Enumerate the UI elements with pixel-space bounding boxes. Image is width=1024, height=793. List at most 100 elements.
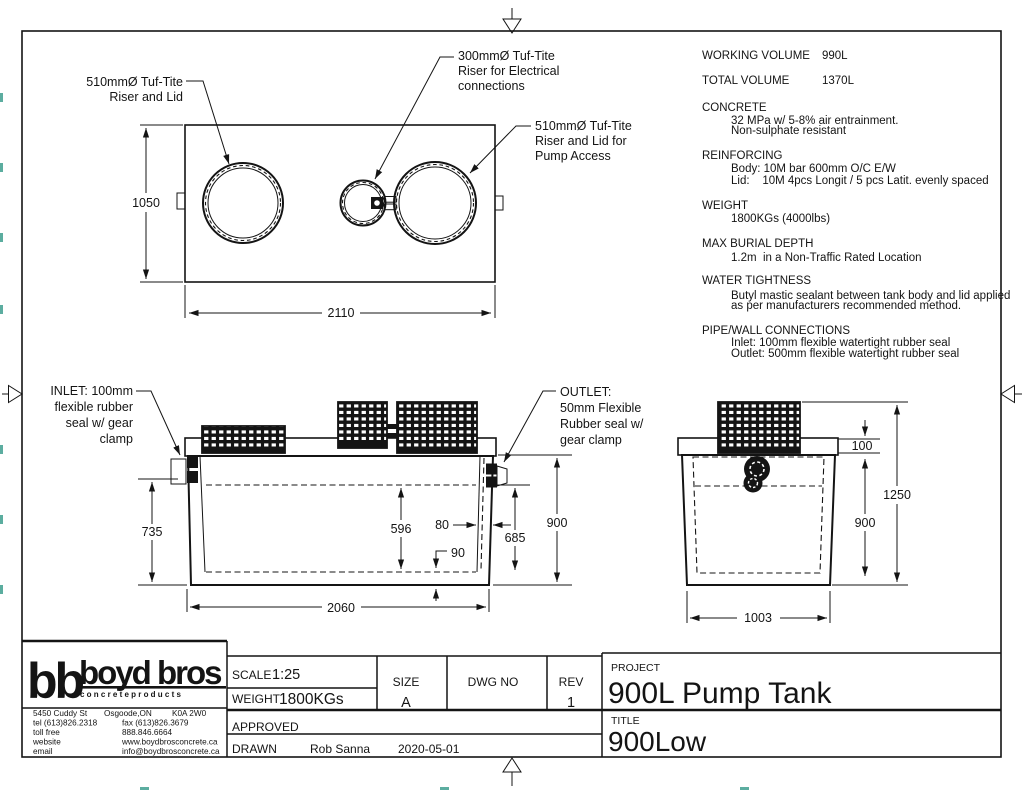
label-left-riser: 510mmØ Tuf-Tite Riser and Lid (86, 75, 230, 165)
logo-name: boyd bros (79, 654, 221, 691)
title-label: TITLE (611, 715, 640, 727)
pipe-wall-label: PIPE/WALL CONNECTIONS (702, 325, 850, 337)
gear-clamp-fitting (743, 456, 770, 493)
triangle-icon (502, 18, 522, 34)
city: Osgoode,ON (104, 709, 152, 718)
riser-opening-right (393, 161, 477, 245)
dim-text: 1050 (132, 196, 160, 210)
weight-label: WEIGHT (702, 200, 748, 212)
reinforcing-line: Lid: 10M 4pcs Longit / 5 pcs Latit. even… (731, 175, 989, 187)
svg-text:Riser and Lid: Riser and Lid (109, 90, 183, 104)
drawn-label: DRAWN (232, 742, 277, 756)
company-logo: bb boyd bros c o n c r e t e p r o d u c… (27, 653, 226, 709)
dimension-lid-thickness: 100 (838, 420, 880, 454)
max-burial-label: MAX BURIAL DEPTH (702, 238, 813, 250)
svg-text:510mmØ Tuf-Tite: 510mmØ Tuf-Tite (86, 75, 183, 89)
label-right-riser: 510mmØ Tuf-Tite Riser and Lid for Pump A… (469, 119, 632, 174)
inlet-fitting (170, 456, 198, 485)
concrete-label: CONCRETE (702, 102, 767, 114)
water-tightness-line: Butyl mastic sealant between tank body a… (731, 290, 1010, 302)
svg-text:flexible rubber: flexible rubber (54, 400, 133, 414)
dim-text: 2110 (328, 306, 355, 320)
dim-text: 685 (505, 531, 526, 545)
hidden-line (480, 457, 485, 571)
pipe-wall-line: Inlet: 100mm flexible watertight rubber … (731, 337, 950, 349)
dim-text: 2060 (327, 601, 355, 615)
water-tightness-line: as per manufacturers recommended method. (731, 300, 961, 312)
weight-label: WEIGHT (232, 692, 281, 706)
border-frame (21, 30, 1002, 758)
hidden-interior (692, 456, 825, 574)
triangle-icon (1000, 384, 1015, 404)
logo-rule (79, 686, 226, 689)
svg-text:OUTLET:: OUTLET: (560, 385, 611, 399)
registration-mark-left (2, 384, 23, 404)
pipe-wall-line: Outlet: 500mm flexible watertight rubber… (731, 348, 959, 360)
title-value: 900Low (608, 726, 707, 757)
email-label: email (33, 747, 53, 756)
size-label: SIZE (393, 675, 420, 689)
company-address: 5450 Cuddy St Osgoode,ON K0A 2W0 tel (61… (32, 709, 220, 756)
registration-mark-bottom (502, 757, 522, 786)
dimension-plan-length: 2110 (184, 285, 496, 320)
tank-body-side (680, 454, 837, 586)
dim-text: 596 (391, 522, 412, 536)
riser-opening-left (202, 162, 284, 244)
dwg-no-label: DWG NO (468, 675, 519, 689)
svg-text:Riser and Lid for: Riser and Lid for (535, 134, 627, 148)
email-address: info@boydbrosconcrete.ca (122, 747, 220, 756)
postal-code: K0A 2W0 (172, 709, 207, 718)
project-label: PROJECT (611, 662, 661, 674)
plan-view: 1050 2110 510mmØ Tuf-Tite Riser and Lid … (86, 49, 632, 320)
toll-free-number: 888.846.6664 (122, 728, 173, 737)
logo-tagline: c o n c r e t e p r o d u c t s (80, 690, 181, 699)
website-label: website (32, 738, 61, 747)
dimension-front-height: 900 (493, 454, 572, 586)
tel: tel (613)826.2318 (33, 719, 98, 728)
water-tightness-label: WATER TIGHTNESS (702, 275, 811, 287)
svg-text:Rubber seal w/: Rubber seal w/ (560, 417, 644, 431)
dim-text: 1003 (744, 611, 772, 625)
concrete-line: Non-sulphate resistant (731, 125, 847, 137)
total-volume-label: TOTAL VOLUME (702, 75, 790, 87)
riser-side (717, 401, 801, 454)
pipe-coupling-plan (371, 196, 397, 211)
label-outlet: OUTLET: 50mm Flexible Rubber seal w/ gea… (503, 385, 644, 463)
drawing-border (2, 8, 1022, 786)
dimension-base-width: 1003 (686, 591, 831, 625)
drawn-date: 2020-05-01 (398, 742, 460, 756)
reinforcing-label: REINFORCING (702, 150, 783, 162)
toll-free-label: toll free (33, 728, 60, 737)
dimension-overall-height: 1250 (802, 401, 911, 586)
outlet-fitting (486, 463, 508, 488)
dimension-wall-thickness: 80 (435, 518, 511, 532)
riser-front-center (337, 401, 388, 449)
tank-body-front (186, 455, 495, 586)
dimension-plan-height: 1050 (132, 124, 183, 283)
svg-text:Pump Access: Pump Access (535, 149, 611, 163)
website-url: www.boydbrosconcrete.ca (121, 738, 218, 747)
svg-text:connections: connections (458, 79, 525, 93)
svg-text:50mm Flexible: 50mm Flexible (560, 401, 641, 415)
fax: fax (613)826.3679 (122, 719, 189, 728)
rev-label: REV (559, 675, 584, 689)
riser-front-right (387, 401, 478, 454)
dim-text: 90 (451, 546, 465, 560)
riser-front-left (201, 425, 286, 454)
registration-mark-top (502, 8, 522, 34)
side-elevation: 100 900 1250 1003 (677, 401, 911, 625)
scan-artifacts (0, 93, 749, 790)
svg-text:clamp: clamp (100, 432, 133, 446)
working-volume-value: 990L (822, 50, 848, 62)
lift-tab-left (176, 192, 186, 210)
project-value: 900L Pump Tank (608, 677, 832, 710)
svg-text:300mmØ Tuf-Tite: 300mmØ Tuf-Tite (458, 49, 555, 63)
svg-text:510mmØ Tuf-Tite: 510mmØ Tuf-Tite (535, 119, 632, 133)
reinforcing-line: Body: 10M bar 600mm O/C E/W (731, 163, 896, 175)
concrete-line: 32 MPa w/ 5-8% air entrainment. (731, 115, 898, 127)
svg-text:Riser for Electrical: Riser for Electrical (458, 64, 559, 78)
label-inlet: INLET: 100mm flexible rubber seal w/ gea… (50, 384, 181, 456)
scale-label: SCALE (232, 668, 271, 682)
